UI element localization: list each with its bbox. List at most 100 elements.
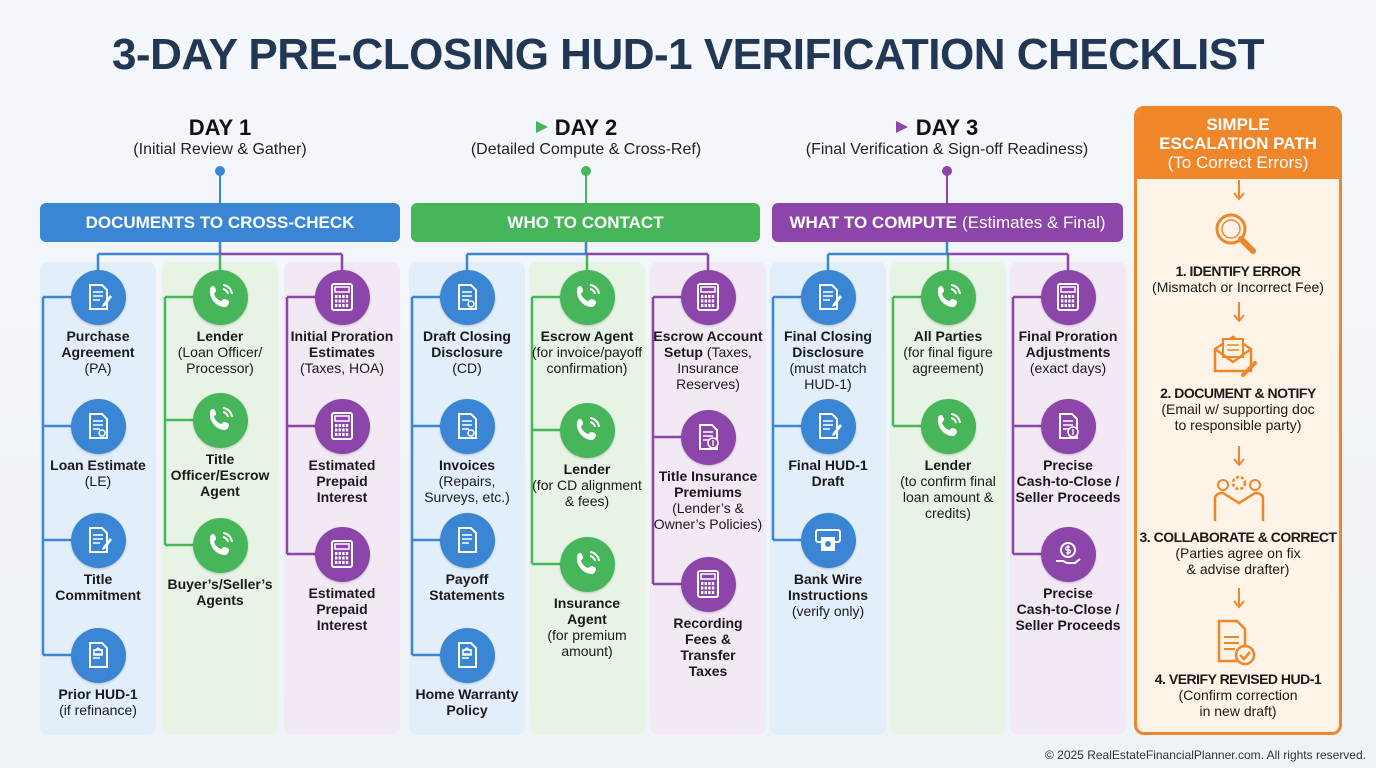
calculator-icon [680, 269, 736, 325]
page-title: 3-DAY PRE-CLOSING HUD-1 VERIFICATION CHE… [111, 30, 1265, 79]
item-title: Initial Proration Estimates [290, 328, 394, 360]
escalation-step: 4. VERIFY REVISED HUD-1(Confirm correcti… [1137, 671, 1339, 719]
item-detail: (verify only) [791, 603, 865, 619]
contacts-banner: WHO TO CONTACT [411, 203, 760, 242]
item-title: Escrow Agent [540, 328, 634, 344]
item-title: Title Insurance Premiums [658, 468, 758, 500]
document-seal-icon [70, 398, 126, 454]
item-detail: (Loan Officer/ Processor) [177, 344, 263, 376]
checklist-item: Estimated Prepaid Interest [282, 457, 402, 505]
day-3-column-3 [1010, 262, 1126, 735]
checklist-item: All Parties(for final figure agreement) [888, 328, 1008, 376]
checklist-item: Title Officer/Escrow Agent [160, 451, 280, 499]
checklist-item: Buyer’s/Seller’s Agents [160, 576, 280, 608]
checklist-item: Loan Estimate(LE) [38, 457, 158, 489]
checklist-item: Title Commitment [38, 571, 158, 603]
item-title: Purchase Agreement [61, 328, 135, 360]
day-2-subtitle: (Detailed Compute & Cross-Ref) [470, 141, 702, 158]
item-detail: (exact days) [1029, 360, 1107, 376]
banner-title: WHO TO CONTACT [507, 212, 664, 232]
checklist-item: Lender(for CD alignment & fees) [527, 461, 647, 509]
item-title: Bank Wire Instructions [787, 571, 869, 603]
step-detail: (Confirm correction in new draft) [1178, 687, 1298, 719]
item-title: Estimated Prepaid Interest [308, 585, 376, 633]
checklist-item: Lender(to confirm final loan amount & cr… [888, 457, 1008, 521]
item-detail: (Taxes, Insurance Reserves) [676, 344, 752, 392]
step-detail: (Parties agree on fix & advise drafter) [1175, 545, 1301, 577]
item-title: Draft Closing Disclosure [423, 328, 511, 360]
checklist-item: Estimated Prepaid Interest [282, 585, 402, 633]
document-seal-icon [439, 269, 495, 325]
item-title: Lender [196, 328, 244, 344]
document-pen-icon [800, 398, 856, 454]
document-dollar-icon [680, 409, 736, 465]
item-title: Precise Cash-to-Close / Seller Proceeds [1015, 457, 1121, 505]
checklist-item: Initial Proration Estimates(Taxes, HOA) [282, 328, 402, 376]
day-1-column-3 [284, 262, 400, 735]
item-detail: (Lender’s & Owner’s Policies) [653, 500, 763, 532]
item-title: Title Commitment [55, 571, 141, 603]
item-title: Insurance Agent [553, 595, 621, 627]
checklist-item: Prior HUD-1(if refinance) [38, 686, 158, 718]
document-pen-icon [70, 269, 126, 325]
item-title: Recording Fees & Transfer Taxes [673, 615, 743, 679]
phone-icon [920, 269, 976, 325]
phone-icon [192, 269, 248, 325]
checklist-item: Bank Wire Instructions(verify only) [768, 571, 888, 619]
arrow-down-icon [1233, 302, 1245, 323]
document-seal-icon [439, 398, 495, 454]
checklist-item: Draft Closing Disclosure(CD) [407, 328, 527, 376]
checklist-item: Final Closing Disclosure(must match HUD-… [768, 328, 888, 392]
checklist-item: Payoff Statements [407, 571, 527, 603]
item-detail: (for final figure agreement) [903, 344, 993, 376]
phone-icon [559, 536, 615, 592]
item-detail: (for premium amount) [547, 627, 627, 659]
item-title: All Parties [913, 328, 983, 344]
document-house-icon [439, 627, 495, 683]
document-dollar-icon [1040, 398, 1096, 454]
checklist-item: Recording Fees & Transfer Taxes [648, 615, 768, 679]
item-detail: (if refinance) [59, 702, 137, 718]
item-title: Estimated Prepaid Interest [308, 457, 376, 505]
handshake-gear-icon [1209, 475, 1269, 530]
checklist-item: Invoices(Repairs, Surveys, etc.) [407, 457, 527, 505]
checklist-item: Precise Cash-to-Close / Seller Proceeds [1008, 585, 1128, 633]
item-detail: (for invoice/payoff confirmation) [531, 344, 643, 376]
checklist-item: Title Insurance Premiums(Lender’s & Owne… [648, 468, 768, 532]
banner-note: (Estimates & Final) [961, 212, 1106, 232]
escalation-title: SIMPLE ESCALATION PATH [1159, 115, 1317, 153]
escalation-header: SIMPLE ESCALATION PATH (To Correct Error… [1137, 109, 1339, 179]
phone-icon [192, 392, 248, 448]
envelope-attachment-icon [1209, 331, 1261, 386]
step-title: 3. COLLABORATE & CORRECT [1139, 529, 1337, 545]
day-1-column-2 [162, 262, 278, 735]
checklist-item: Purchase Agreement(PA) [38, 328, 158, 376]
step-title: 2. DOCUMENT & NOTIFY [1160, 385, 1316, 401]
document-pen-icon [800, 269, 856, 325]
calculator-icon [314, 526, 370, 582]
checklist-item: Escrow Agent(for invoice/payoff confirma… [527, 328, 647, 376]
checklist-item: Final HUD-1 Draft [768, 457, 888, 489]
item-detail: (PA) [84, 360, 112, 376]
escalation-step: 3. COLLABORATE & CORRECT(Parties agree o… [1137, 529, 1339, 577]
checklist-item: Escrow Account Setup (Taxes, Insurance R… [648, 328, 768, 392]
day-3-label: DAY 3 [915, 115, 979, 140]
item-detail: (Taxes, HOA) [299, 360, 384, 376]
item-detail: (CD) [452, 360, 482, 376]
item-title: Payoff Statements [429, 571, 505, 603]
day-3-column-1 [770, 262, 886, 735]
calculator-icon [314, 398, 370, 454]
item-detail: (Repairs, Surveys, etc.) [424, 473, 510, 505]
item-title: Precise Cash-to-Close / Seller Proceeds [1015, 585, 1121, 633]
item-title: Loan Estimate [50, 457, 146, 473]
item-detail: (to confirm final loan amount & credits) [900, 473, 996, 521]
item-title: Final HUD-1 Draft [788, 457, 868, 489]
item-title: Prior HUD-1 [58, 686, 138, 702]
bank-wire-icon [800, 512, 856, 568]
item-title: Lender [924, 457, 972, 473]
document-icon [439, 512, 495, 568]
document-check-icon [1209, 617, 1261, 672]
item-title: Invoices [438, 457, 496, 473]
step-detail: (Email w/ supporting doc to responsible … [1161, 401, 1315, 433]
